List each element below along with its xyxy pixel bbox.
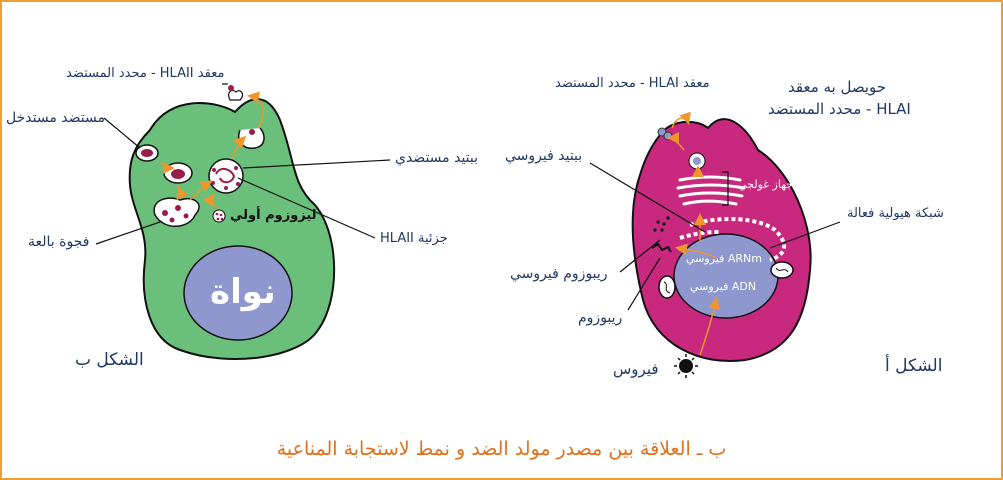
label-reticulum: شبكة هيولية فعالة xyxy=(847,206,944,221)
label-viral-peptide: ببتيد فيروسي xyxy=(505,148,583,164)
title-figure-b: الشكل ب xyxy=(75,350,144,370)
viral-ribosome xyxy=(651,242,672,253)
magenta-nucleus xyxy=(673,233,779,319)
label-virus: فيروس xyxy=(613,360,659,378)
label-viral-ribosome: ريبوزوم فيروسي xyxy=(510,266,608,282)
golgi-apparatus xyxy=(676,175,746,206)
ingested-antigen xyxy=(135,144,159,162)
virus-particle xyxy=(674,354,698,378)
title-figure-a: الشكل أ xyxy=(885,356,943,376)
exocytosis-vesicle xyxy=(238,127,265,149)
label-hla2-complex: معقد HLAII - محدد المستضد xyxy=(66,66,225,81)
green-leaders xyxy=(95,83,391,245)
golgi-vesicle xyxy=(688,152,706,170)
figure-caption: ب ـ العلاقة بين مصدر مولد الضد و نمط لاس… xyxy=(276,438,727,460)
magenta-leaders xyxy=(589,162,841,311)
label-hla2-molecule: جزئية HLAII xyxy=(380,231,448,246)
label-viral-dna: ADN فيروسي xyxy=(690,280,757,293)
peptide-vesicle xyxy=(208,158,244,194)
ribosome-dots xyxy=(653,216,670,232)
green-nucleus xyxy=(183,245,293,341)
hla2-complex-surface xyxy=(228,85,244,101)
label-nucleus: نواة xyxy=(210,272,276,312)
mitochondria xyxy=(658,261,794,299)
rough-er xyxy=(679,216,786,262)
endosome-vesicle xyxy=(163,162,193,184)
phagolysosome xyxy=(153,197,200,227)
label-viral-mrna: ARNm فيروسي xyxy=(686,252,762,265)
label-vesicle-line1: حويصل به معقد xyxy=(788,78,887,96)
primary-lysosome xyxy=(212,209,226,223)
label-primary-lysosome: ليزوزوم أولي xyxy=(230,208,317,223)
label-ribosome: ريبوزوم xyxy=(578,310,623,326)
magenta-arrows xyxy=(667,111,721,356)
label-antigen-peptide: ببتيد مستضدي xyxy=(395,150,479,166)
label-ingested-antigen: مستضد مستدخل xyxy=(6,110,105,126)
label-phagocytic-vacuole: فجوة بالعة xyxy=(28,234,90,250)
label-hla1-complex: معقد HLAI - محدد المستضد xyxy=(555,76,710,91)
green-arrows xyxy=(159,91,264,209)
label-golgi: جهاز غولجي xyxy=(738,178,794,191)
label-vesicle-line2: HLAI - محدد المستضد xyxy=(768,100,911,118)
